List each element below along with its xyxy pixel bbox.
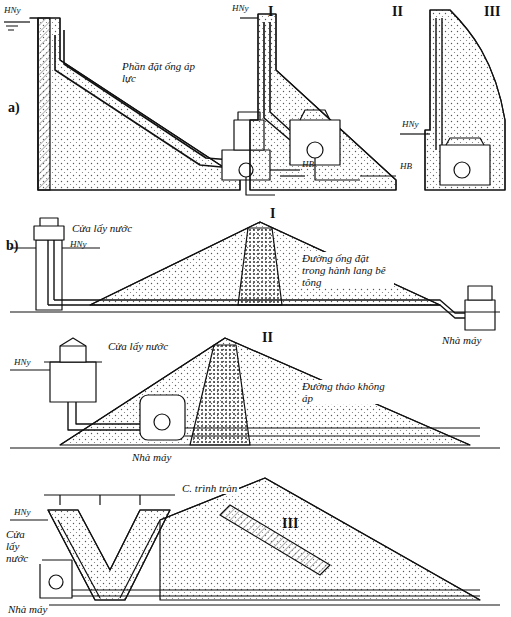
panel-number: III (484, 4, 500, 19)
part-label: Đường tháo không áp (300, 380, 394, 404)
part-label: Phần đặt ống áp lực (120, 60, 204, 84)
embankment-b2 (10, 338, 500, 448)
part-label: Nhà máy (440, 334, 483, 346)
panel-number: I (268, 4, 273, 19)
water-level: HB (400, 162, 412, 172)
part-letter: a) (8, 100, 20, 115)
dam-a2 (240, 14, 396, 190)
embankment-b1 (10, 218, 500, 330)
panel-number: II (392, 4, 403, 19)
panel-number: II (262, 330, 273, 345)
water-level: HNy (14, 508, 31, 518)
water-level: HNy (70, 240, 87, 250)
water-level: HNy (14, 358, 31, 368)
panel-number: I (270, 206, 275, 221)
part-letter: b) (6, 238, 18, 253)
water-level: HB (302, 160, 314, 170)
part-label: Nhà máy (6, 603, 49, 615)
part-label: Cửa lấy nước (4, 528, 42, 564)
part-label: Nhà máy (130, 451, 173, 463)
water-level: HNy (232, 4, 249, 14)
panel-number: III (282, 516, 298, 531)
part-label: C. trình tràn (180, 482, 239, 494)
embankment-b3 (10, 478, 500, 605)
dam-a3 (400, 10, 505, 190)
part-label: Cửa lấy nước (106, 340, 170, 352)
water-level: HNy (402, 120, 419, 130)
water-level: HNy (4, 6, 21, 16)
part-label: Đường ống đặt trong hành lang bê tông (300, 252, 394, 288)
part-label: Cửa lấy nước (70, 222, 134, 234)
